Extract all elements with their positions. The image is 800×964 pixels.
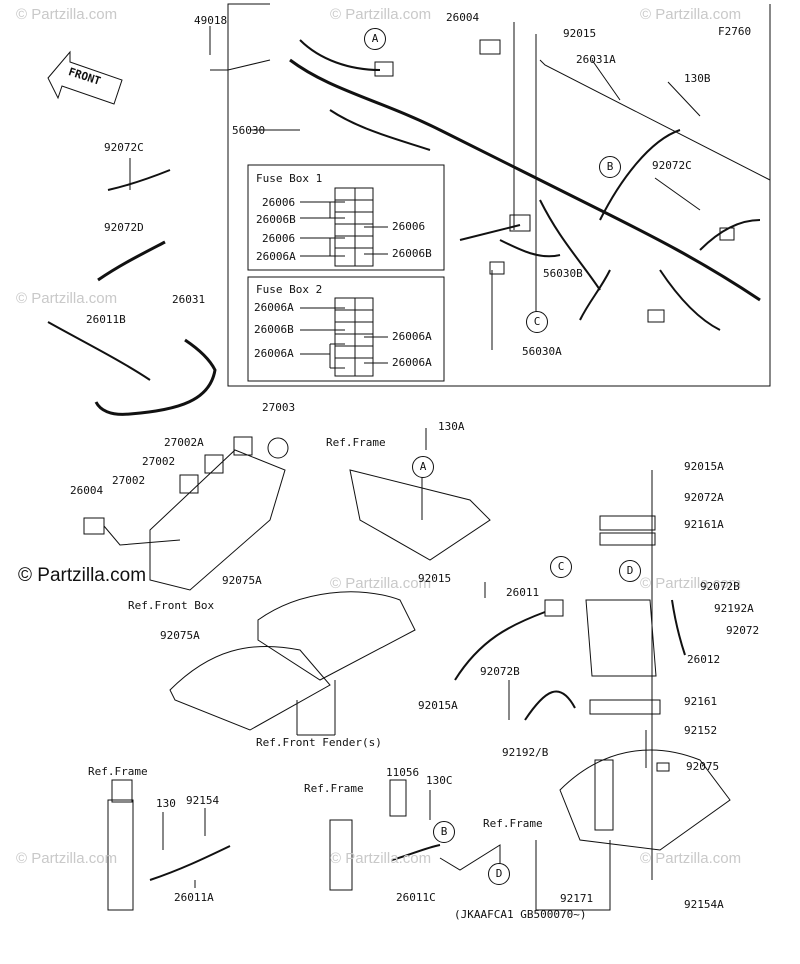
- part-label: 92161: [684, 695, 718, 708]
- figure-code: F2760: [718, 25, 752, 38]
- part-label: 27002A: [164, 436, 204, 449]
- part-label: 92161A: [684, 518, 724, 531]
- part-label: 56030A: [522, 345, 562, 358]
- fuse-box-2-panel: [247, 276, 445, 382]
- part-label: 26012: [687, 653, 721, 666]
- watermark: © Partzilla.com: [16, 290, 118, 307]
- fuse-label: 26006A: [392, 330, 432, 343]
- battery-shape: [585, 599, 657, 677]
- fuse-label: 26006A: [254, 347, 294, 360]
- part-label: 92154: [186, 794, 220, 807]
- watermark: © Partzilla.com: [640, 575, 742, 592]
- fuse-label: 26006B: [254, 323, 294, 336]
- part-label: 92152: [684, 724, 718, 737]
- watermark: © Partzilla.com: [16, 6, 118, 23]
- part-label: 26011A: [174, 891, 214, 904]
- watermark: © Partzilla.com: [640, 6, 742, 23]
- fuse-label: 26006: [262, 196, 296, 209]
- part-label: 26011: [506, 586, 540, 599]
- part-label: 130C: [426, 774, 453, 787]
- fuse-label: 26006B: [392, 247, 432, 260]
- part-label: 26004: [446, 11, 480, 24]
- fuse-label: 26006B: [256, 213, 296, 226]
- part-label: 92015: [418, 572, 452, 585]
- part-label: 92072A: [684, 491, 724, 504]
- fuse-label: 26006: [392, 220, 426, 233]
- ref-label: Ref.Frame: [304, 782, 364, 795]
- part-label: 92075A: [160, 629, 200, 642]
- fuse-label: 26006: [262, 232, 296, 245]
- part-label: 26031: [172, 293, 206, 306]
- fuse-box-1-panel: [247, 164, 445, 271]
- part-label: 130A: [438, 420, 465, 433]
- part-label: 27002: [142, 455, 176, 468]
- part-label: 92072C: [104, 141, 144, 154]
- fuse-label: 26006A: [256, 250, 296, 263]
- fuse-label: 26006A: [254, 301, 294, 314]
- callout-b: B: [599, 156, 621, 178]
- part-label: 92072: [726, 624, 760, 637]
- ref-label: Ref.Frame: [88, 765, 148, 778]
- part-label: 92192A: [714, 602, 754, 615]
- part-label: 92075A: [222, 574, 262, 587]
- serial-note: (JKAAFCA1 GB500070~): [454, 908, 587, 921]
- front-arrow-shape: [47, 50, 123, 105]
- part-label: 92015A: [418, 699, 458, 712]
- part-label: 11056: [386, 766, 420, 779]
- callout-b: B: [433, 821, 455, 843]
- part-label: 92015: [563, 27, 597, 40]
- part-label: 27002: [112, 474, 146, 487]
- part-label: 92171: [560, 892, 594, 905]
- ref-label: Ref.Front Fender(s): [256, 736, 382, 749]
- callout-a: A: [364, 28, 386, 50]
- part-label: 92072D: [104, 221, 144, 234]
- part-label: 26031A: [576, 53, 616, 66]
- part-label: 26011C: [396, 891, 436, 904]
- callout-d: D: [619, 560, 641, 582]
- part-label: 56030: [232, 124, 266, 137]
- part-label: 92192/B: [502, 746, 549, 759]
- fuse-box-1-title: Fuse Box 1: [256, 172, 323, 185]
- callout-c: C: [550, 556, 572, 578]
- part-label: 92015A: [684, 460, 724, 473]
- part-label: 26004: [70, 484, 104, 497]
- ref-label: Ref.Front Box: [128, 599, 215, 612]
- harness-frame: [227, 3, 771, 387]
- watermark: © Partzilla.com: [330, 850, 432, 867]
- callout-a: A: [412, 456, 434, 478]
- part-label: 92072B: [700, 580, 740, 593]
- watermark: © Partzilla.com: [330, 6, 432, 23]
- part-label: 130B: [684, 72, 711, 85]
- part-label: 92154A: [684, 898, 724, 911]
- harness-trunk: [289, 58, 761, 302]
- watermark-main: © Partzilla.com: [18, 565, 147, 586]
- callout-c: C: [526, 311, 548, 333]
- part-label: 130: [156, 797, 176, 810]
- watermark: © Partzilla.com: [330, 575, 432, 592]
- part-label: 49018: [194, 14, 228, 27]
- fuse-label: 26006A: [392, 356, 432, 369]
- callout-d: D: [488, 863, 510, 885]
- ref-label: Ref.Frame: [326, 436, 386, 449]
- part-label: 26011B: [86, 313, 126, 326]
- ref-label: Ref.Frame: [483, 817, 543, 830]
- part-label: 92072B: [480, 665, 520, 678]
- watermark: © Partzilla.com: [16, 850, 118, 867]
- watermark: © Partzilla.com: [640, 850, 742, 867]
- part-label: 56030B: [543, 267, 583, 280]
- fuse-box-2-title: Fuse Box 2: [256, 283, 323, 296]
- part-label: 27003: [262, 401, 296, 414]
- part-label: 92075: [686, 760, 720, 773]
- part-label: 92072C: [652, 159, 692, 172]
